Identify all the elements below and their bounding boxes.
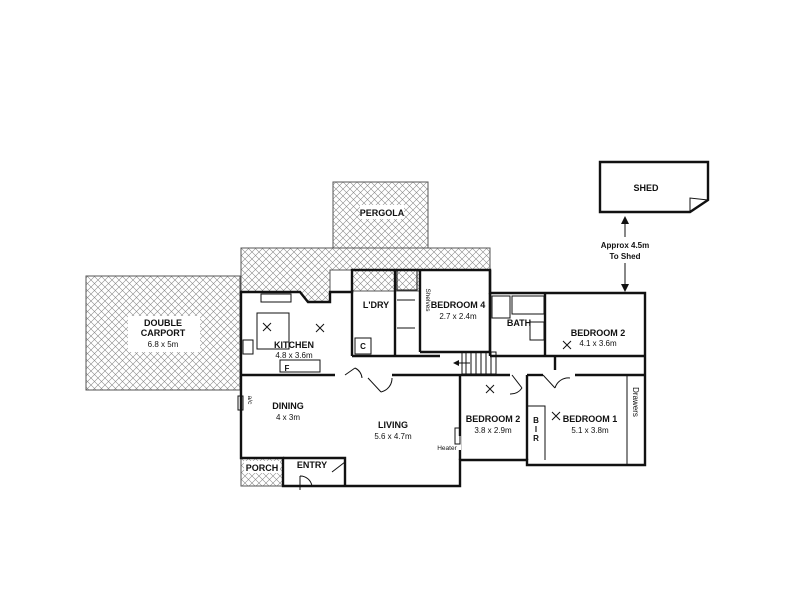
pergola: PERGOLA [332, 181, 429, 249]
kitchen-label: KITCHEN [274, 340, 314, 350]
stairs [453, 351, 497, 375]
drawers-label: Drawers [631, 387, 640, 417]
shed-distance-line2: To Shed [610, 252, 641, 261]
porch-label: PORCH [246, 463, 279, 473]
bir-b: B [533, 416, 539, 425]
porch: PORCH [240, 457, 284, 487]
doors [299, 367, 571, 490]
bedroom1-dim: 5.1 x 3.8m [571, 426, 609, 435]
bir-i: I [535, 425, 537, 434]
bedroom2-east-label: BEDROOM 2 [571, 328, 626, 338]
dining-dim: 4 x 3m [276, 413, 300, 422]
bath-label: BATH [507, 318, 531, 328]
bedroom2-mid-label: BEDROOM 2 [466, 414, 521, 424]
carport-label-2: CARPORT [141, 328, 186, 338]
bedroom4-dim: 2.7 x 2.4m [439, 312, 477, 321]
shed-distance-line1: Approx 4.5m [601, 241, 649, 250]
carport-label-1: DOUBLE [144, 318, 182, 328]
entry-label: ENTRY [297, 460, 327, 470]
living-label: LIVING [378, 420, 408, 430]
bedroom2-mid-dim: 3.8 x 2.9m [474, 426, 512, 435]
carport-dim: 6.8 x 5m [148, 340, 179, 349]
bir-r: R [533, 434, 539, 443]
fridge-label: F [285, 364, 290, 373]
dining-label: DINING [272, 401, 304, 411]
shed-label: SHED [633, 183, 659, 193]
shed: SHED [598, 160, 710, 214]
laundry-label: L'DRY [363, 300, 389, 310]
living-dim: 5.6 x 4.7m [374, 432, 412, 441]
cupboard-label: C [360, 342, 366, 351]
shed-distance: Approx 4.5m To Shed [588, 216, 664, 292]
bedroom1-label: BEDROOM 1 [563, 414, 618, 424]
house-walls [239, 268, 647, 488]
kitchen-dim: 4.8 x 3.6m [275, 351, 313, 360]
fixtures [237, 269, 572, 450]
shelves-label: Shelves [424, 288, 431, 312]
bedroom2-east-dim: 4.1 x 3.6m [579, 339, 617, 348]
pergola-label: PERGOLA [360, 208, 405, 218]
double-carport: DOUBLE CARPORT 6.8 x 5m [85, 275, 241, 391]
heater-label: Heater [437, 445, 457, 452]
aircon-label: a/c [246, 396, 253, 405]
bedroom4-label: BEDROOM 4 [431, 300, 486, 310]
room-labels: KITCHEN 4.8 x 3.6m F L'DRY C Shelves BED… [246, 288, 640, 470]
